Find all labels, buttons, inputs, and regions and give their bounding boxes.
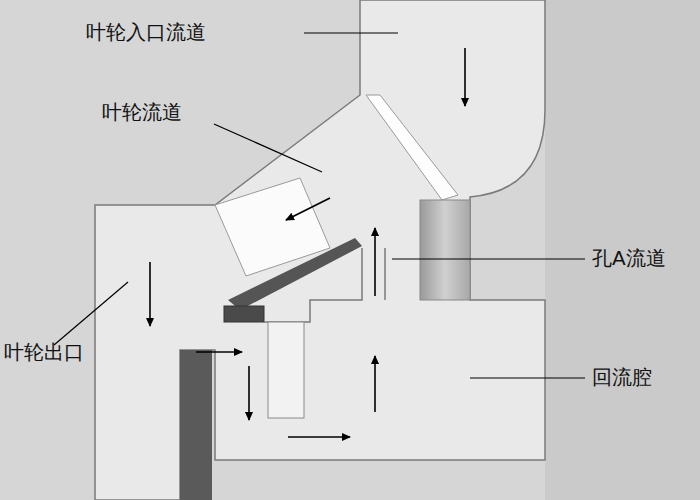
flow-arrows (150, 48, 465, 437)
part-label: 叶轮出口 (4, 340, 84, 364)
inner-box (268, 322, 304, 418)
outer-wall (545, 0, 700, 500)
channel-edge (264, 248, 362, 322)
part-label: 回流腔 (592, 365, 652, 389)
part-label: 孔A流道 (592, 246, 666, 270)
channel-edge (384, 248, 386, 300)
leader-lines (54, 33, 585, 378)
step-block (224, 306, 264, 322)
fluid-domain (95, 0, 545, 500)
shaft-wall (180, 350, 212, 500)
slanted-plate (228, 238, 362, 310)
inlet-blade (366, 95, 458, 200)
part-label: 叶轮入口流道 (86, 20, 206, 44)
cylinder (420, 200, 470, 300)
part-label: 叶轮流道 (102, 100, 182, 124)
